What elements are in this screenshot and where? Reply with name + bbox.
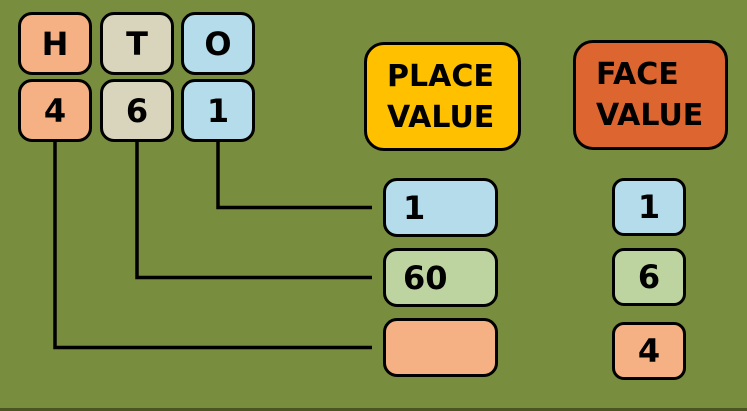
digit-box-hundreds: 4 bbox=[18, 79, 92, 142]
place-value-hundreds-box-empty bbox=[383, 318, 498, 377]
header-box-tens: T bbox=[100, 12, 174, 75]
face-value-title-line2: VALUE bbox=[596, 98, 704, 133]
bottom-edge-strip bbox=[0, 408, 747, 411]
place-value-title: PLACE VALUE bbox=[364, 42, 521, 151]
place-value-tens-box: 60 bbox=[383, 248, 498, 307]
face-value-title-line1: FACE bbox=[596, 57, 679, 92]
face-value-hundreds-box: 4 bbox=[612, 322, 686, 380]
face-value-title: FACE VALUE bbox=[573, 40, 728, 150]
arrow-tens-to-place-value bbox=[135, 141, 372, 280]
face-value-tens-box: 6 bbox=[612, 248, 686, 306]
place-value-title-line2: VALUE bbox=[387, 99, 495, 135]
place-value-title-line1: PLACE bbox=[387, 58, 494, 94]
arrow-ones-to-place-value bbox=[216, 141, 372, 210]
header-box-hundreds: H bbox=[18, 12, 92, 75]
digit-box-ones: 1 bbox=[181, 79, 255, 142]
place-value-ones-box: 1 bbox=[383, 178, 498, 237]
face-value-ones-box: 1 bbox=[612, 178, 686, 236]
arrow-hundreds-to-place-value bbox=[53, 141, 372, 350]
digit-box-tens: 6 bbox=[100, 79, 174, 142]
header-box-ones: O bbox=[181, 12, 255, 75]
